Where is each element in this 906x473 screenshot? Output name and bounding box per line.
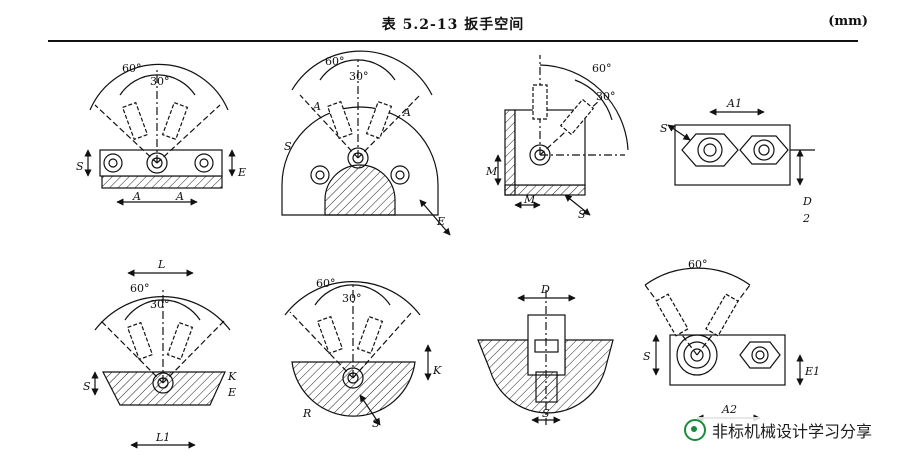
panel-2-angle-60: 60°: [325, 55, 345, 68]
panel-4-label-2: 2: [802, 212, 810, 225]
panel-3-label-m-horizontal: M: [523, 193, 536, 206]
panel-3-drawing: [494, 55, 629, 216]
panel-7-label-d: D: [540, 283, 550, 296]
panel-6-angle-30: 30°: [342, 292, 362, 305]
panel-6-label-s: S: [372, 417, 380, 430]
panel-8-label-e1: E1: [804, 365, 820, 378]
panel-7-label-s: S: [542, 407, 550, 420]
panel-4-label-d: D: [802, 195, 812, 208]
panel-8-label-s: S: [643, 350, 651, 363]
panel-6-label-k: K: [432, 364, 442, 377]
panel-8-angle-60: 60°: [688, 258, 708, 271]
panel-2-drawing: [281, 50, 451, 236]
panel-8-label-a2: A2: [721, 403, 737, 416]
unit-label: (mm): [828, 14, 868, 29]
panel-1-label-e: E: [237, 166, 246, 179]
panel-4-label-a1: A1: [726, 97, 742, 110]
wechat-icon: [683, 419, 706, 441]
panel-5-angle-60: 60°: [130, 282, 150, 295]
panel-1-label-a-right: A: [175, 190, 184, 203]
panel-1-label-s: S: [76, 160, 84, 173]
panel-6-angle-60: 60°: [316, 277, 336, 290]
table-title: 表 5.2-13 扳手空间: [381, 17, 525, 33]
panel-2-label-a-left: A: [312, 100, 321, 113]
panel-2-label-a-right: A: [402, 106, 411, 119]
panel-5-label-e: E: [227, 386, 236, 399]
panel-3-label-m-vertical: M: [485, 165, 498, 178]
panel-5-label-k: K: [227, 370, 237, 383]
panel-2-angle-30: 30°: [349, 70, 369, 83]
panel-5-label-l: L: [157, 258, 165, 271]
panel-4-drawing: [667, 108, 815, 186]
panel-6-drawing: [284, 281, 432, 426]
panel-3-angle-30: 30°: [596, 90, 616, 103]
panel-1-angle-60: 60°: [122, 62, 142, 75]
panel-1-angle-30: 30°: [150, 75, 170, 88]
panel-5-label-l1: L1: [155, 431, 170, 444]
panel-5-label-s: S: [83, 380, 91, 393]
panel-2-label-e: E: [436, 215, 445, 228]
panel-4-label-s: S: [660, 122, 668, 135]
panel-3-label-s: S: [578, 208, 586, 221]
panel-5-drawing: [91, 269, 231, 449]
panel-5-angle-30: 30°: [150, 298, 170, 311]
panel-2-label-s: S: [284, 140, 292, 153]
watermark-text: 非标机械设计学习分享: [711, 422, 872, 441]
panel-3-angle-60: 60°: [592, 62, 612, 75]
panel-6-label-r: R: [302, 407, 311, 420]
panel-8-drawing: [644, 267, 804, 422]
header-rule: [48, 40, 858, 42]
panel-1-label-a-left: A: [132, 190, 141, 203]
panel-1-drawing: [84, 63, 236, 206]
panel-7-drawing: [477, 290, 614, 425]
watermark: 非标机械设计学习分享: [679, 417, 876, 443]
